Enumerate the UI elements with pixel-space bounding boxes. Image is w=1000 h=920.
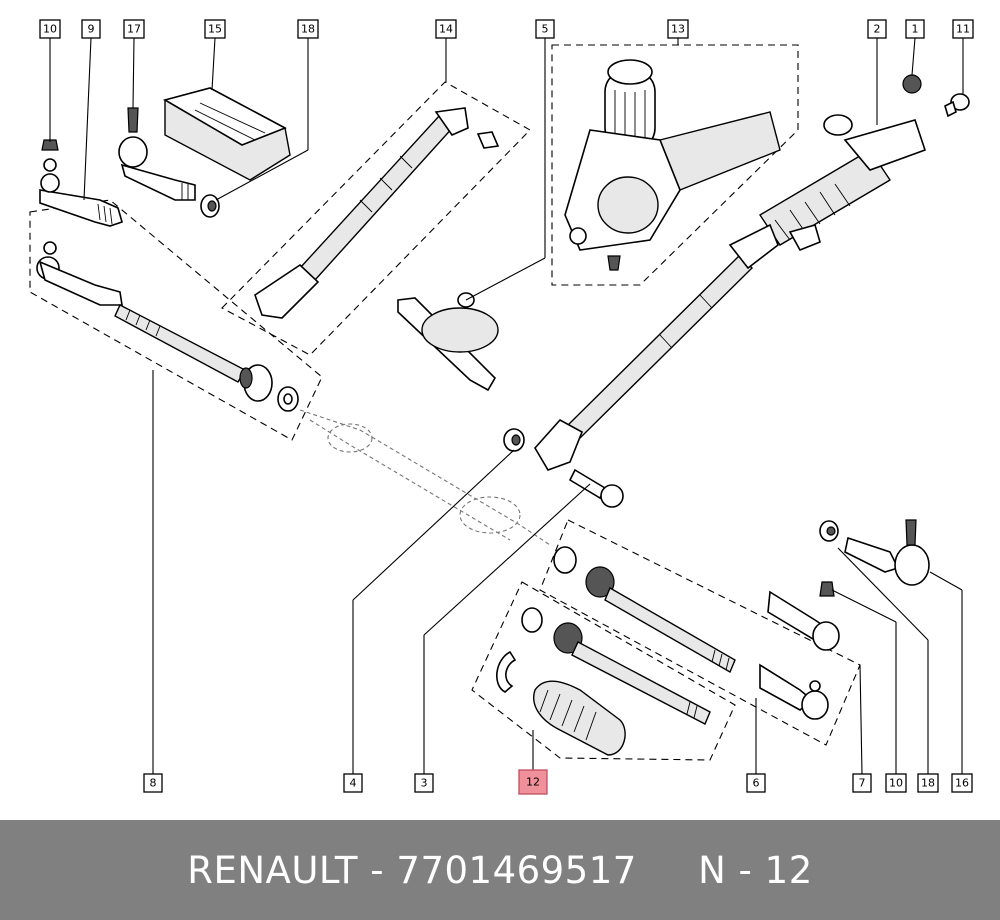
callout-14[interactable]: 14	[435, 19, 457, 39]
svg-text:10: 10	[889, 777, 903, 790]
group-outline-6	[539, 519, 861, 746]
svg-text:17: 17	[127, 23, 141, 36]
svg-text:14: 14	[439, 23, 453, 36]
svg-text:18: 18	[301, 23, 315, 36]
inner-tie-rod-6	[553, 546, 736, 674]
nut-18-top	[200, 194, 220, 218]
callout-11[interactable]: 11	[952, 19, 974, 39]
svg-text:2: 2	[874, 23, 881, 36]
callout-5[interactable]: 5	[535, 19, 555, 39]
bolt-3	[568, 468, 624, 508]
callout-10[interactable]: 10	[39, 19, 61, 39]
svg-text:8: 8	[150, 777, 157, 790]
callout-1[interactable]: 1	[905, 19, 925, 39]
flexible-coupling-5	[397, 292, 499, 392]
tie-rod-assembly-left	[36, 241, 299, 412]
bolt-1	[902, 74, 922, 94]
svg-text:10: 10	[43, 23, 57, 36]
nut-4	[503, 428, 525, 452]
callout-16[interactable]: 16	[951, 773, 973, 793]
tie-rod-end-left-9	[39, 139, 123, 227]
svg-text:11: 11	[956, 23, 970, 36]
callout-17[interactable]: 17	[123, 19, 145, 39]
callout-18-top[interactable]: 18	[297, 19, 319, 39]
leader-lines	[49, 37, 964, 775]
callout-7[interactable]: 7	[852, 773, 872, 793]
clip-12	[496, 650, 517, 693]
tie-rod-end-right-10	[767, 581, 840, 651]
callout-2[interactable]: 2	[867, 19, 887, 39]
electric-power-unit-13	[564, 59, 781, 271]
hidden-shaft-ghost	[299, 409, 551, 546]
svg-text:6: 6	[753, 777, 760, 790]
intermediate-shaft-14	[254, 107, 500, 319]
callout-12-highlighted[interactable]: 12	[518, 769, 548, 795]
steering-rack-exploded-diagram: 10 9 17 15 18 14 5 13 2 1 11 8 4 3 12 6 …	[29, 19, 974, 795]
svg-text:3: 3	[421, 777, 428, 790]
part-number-text: RENAULT - 7701469517 N - 12	[187, 848, 813, 892]
callout-4[interactable]: 4	[343, 773, 363, 793]
callout-3[interactable]: 3	[414, 773, 434, 793]
rack-boot-12	[533, 680, 626, 756]
svg-text:13: 13	[671, 23, 685, 36]
svg-text:15: 15	[208, 23, 222, 36]
part-number-banner: RENAULT - 7701469517 N - 12	[0, 820, 1000, 920]
svg-text:16: 16	[955, 777, 969, 790]
inner-tie-rod-12	[521, 607, 711, 725]
tie-rod-end-17	[118, 107, 196, 201]
tie-rod-end-16	[844, 519, 930, 586]
svg-text:9: 9	[88, 23, 95, 36]
group-outline-13	[551, 44, 799, 286]
callout-9[interactable]: 9	[81, 19, 101, 39]
steering-column-shaft	[534, 223, 779, 471]
callout-13[interactable]: 13	[667, 19, 689, 39]
svg-text:4: 4	[350, 777, 357, 790]
steering-plate-15	[162, 87, 291, 181]
callout-10-bottom[interactable]: 10	[885, 773, 907, 793]
svg-text:5: 5	[542, 23, 549, 36]
svg-text:1: 1	[912, 23, 919, 36]
group-outline-12	[471, 581, 736, 761]
steering-rack-2	[759, 114, 927, 252]
callout-6[interactable]: 6	[746, 773, 766, 793]
svg-text:7: 7	[859, 777, 866, 790]
callout-8[interactable]: 8	[143, 773, 163, 793]
callout-15[interactable]: 15	[204, 19, 226, 39]
svg-text:18: 18	[921, 777, 935, 790]
callout-18-bottom[interactable]: 18	[917, 773, 939, 793]
nut-18-right	[819, 520, 839, 542]
tie-rod-end-right-7	[759, 663, 829, 720]
svg-text:12: 12	[526, 776, 540, 789]
bolt-11	[944, 93, 970, 118]
